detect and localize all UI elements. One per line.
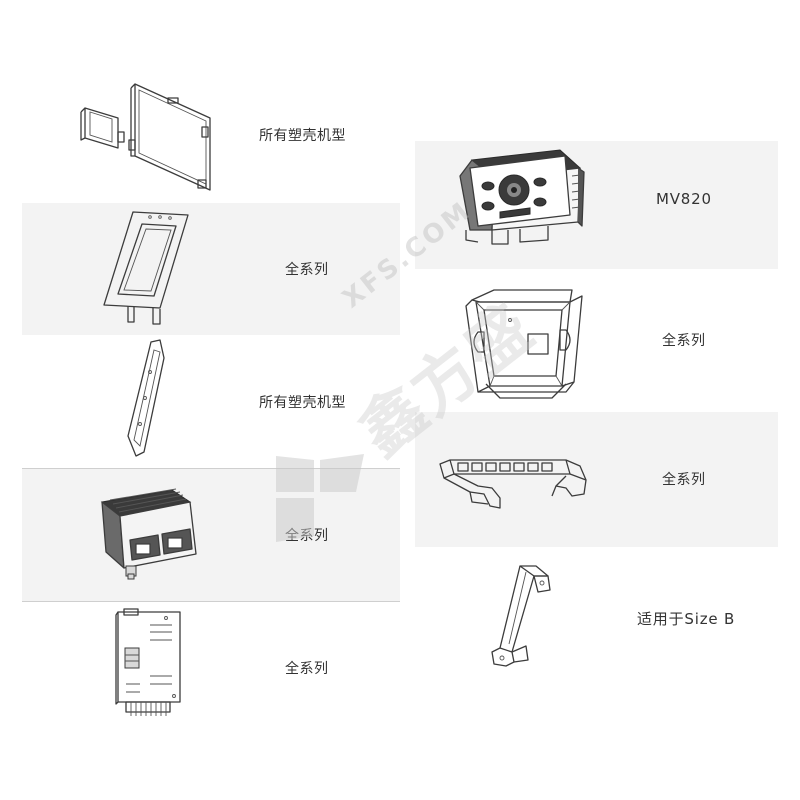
xfs-logo-icon xyxy=(272,452,368,548)
accessory-label: 全系列 xyxy=(285,661,329,677)
accessory-label: 全系列 xyxy=(662,333,706,349)
divider-left-4-bottom xyxy=(22,601,400,602)
row-band-left-2 xyxy=(22,203,400,335)
row-band-right-3 xyxy=(415,412,778,547)
accessory-label: 全系列 xyxy=(662,472,706,488)
accessory-label: 全系列 xyxy=(285,262,329,278)
accessory-label: 所有塑壳机型 xyxy=(259,395,346,411)
accessory-label: 所有塑壳机型 xyxy=(259,128,346,144)
divider-left-4-top xyxy=(22,468,400,469)
accessory-label: MV820 xyxy=(656,190,712,208)
accessory-label: 适用于Size B xyxy=(637,610,736,628)
